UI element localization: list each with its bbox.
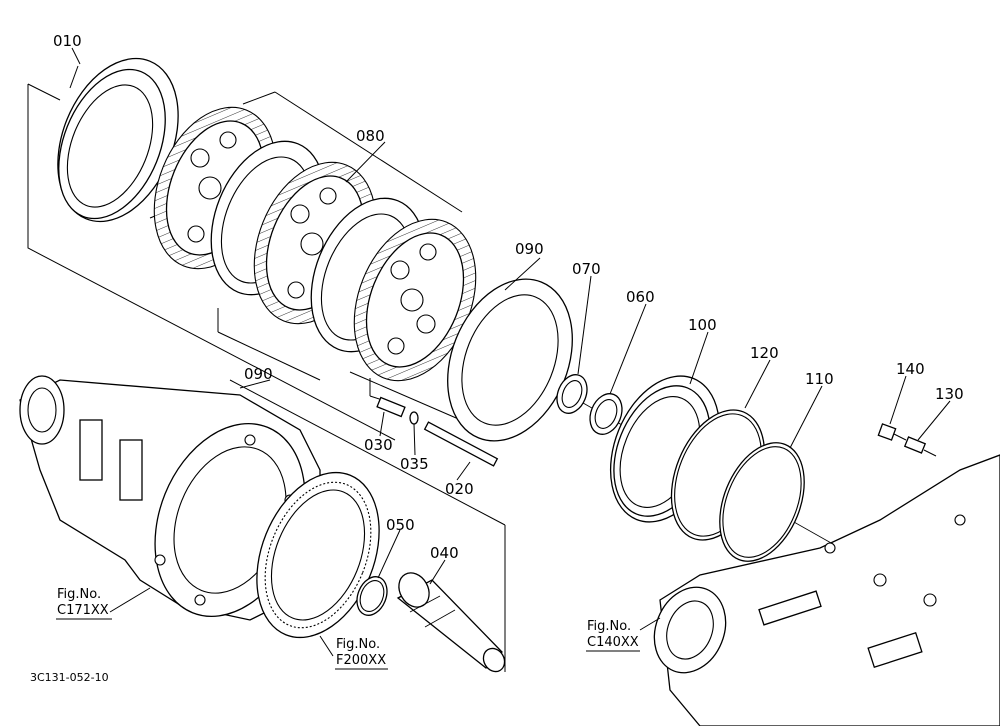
fig-ref-c171: Fig.No. C171XX: [56, 587, 112, 620]
fig-ref-c140-line1: Fig.No.: [587, 619, 631, 634]
part-label-010: 010: [53, 32, 82, 50]
part-label-040: 040: [430, 544, 459, 562]
o-ring-050: [356, 576, 388, 616]
fig-ref-c140-line2: C140XX: [587, 635, 639, 650]
fig-ref-c171-line2: C171XX: [57, 603, 109, 618]
part-label-100: 100: [688, 316, 717, 334]
fitting-140: [877, 423, 907, 441]
shaft-020: [423, 421, 499, 467]
o-ring-110: [719, 442, 805, 562]
part-label-060: 060: [626, 288, 655, 306]
housing-c140: [653, 454, 1000, 726]
part-label-120: 120: [750, 344, 779, 362]
spline-shaft-040: [396, 572, 506, 673]
fig-ref-f200-line2: F200XX: [336, 653, 386, 668]
part-label-070: 070: [572, 260, 601, 278]
drawing-code: 3C131-052-10: [30, 671, 109, 684]
part-label-020: 020: [445, 480, 474, 498]
spring-pin-030: [376, 396, 406, 418]
part-label-130: 130: [935, 385, 964, 403]
part-label-030: 030: [364, 436, 393, 454]
thrust-plate-010: [57, 57, 179, 223]
fitting-130: [903, 436, 937, 457]
part-label-035: 035: [400, 455, 429, 473]
ring-gear-f200: [256, 471, 380, 639]
part-label-110: 110: [805, 370, 834, 388]
leader-lines: [71, 47, 951, 657]
snap-ring-060: [589, 393, 623, 435]
separator-plate-090: [447, 278, 573, 442]
fig-ref-c140: Fig.No. C140XX: [586, 619, 640, 652]
fig-ref-f200-line1: Fig.No.: [336, 637, 380, 652]
part-label-050: 050: [386, 516, 415, 534]
part-label-140: 140: [896, 360, 925, 378]
snap-ring-070: [556, 374, 588, 414]
bracket-lines: [27, 83, 506, 672]
washer-035: [409, 411, 419, 425]
fig-ref-f200: Fig.No. F200XX: [335, 637, 388, 670]
part-label-090-right: 090: [515, 240, 544, 258]
part-label-080: 080: [356, 127, 385, 145]
part-label-090-left: 090: [244, 365, 273, 383]
friction-disc-3: [353, 218, 477, 382]
fig-ref-c171-line1: Fig.No.: [57, 587, 101, 602]
